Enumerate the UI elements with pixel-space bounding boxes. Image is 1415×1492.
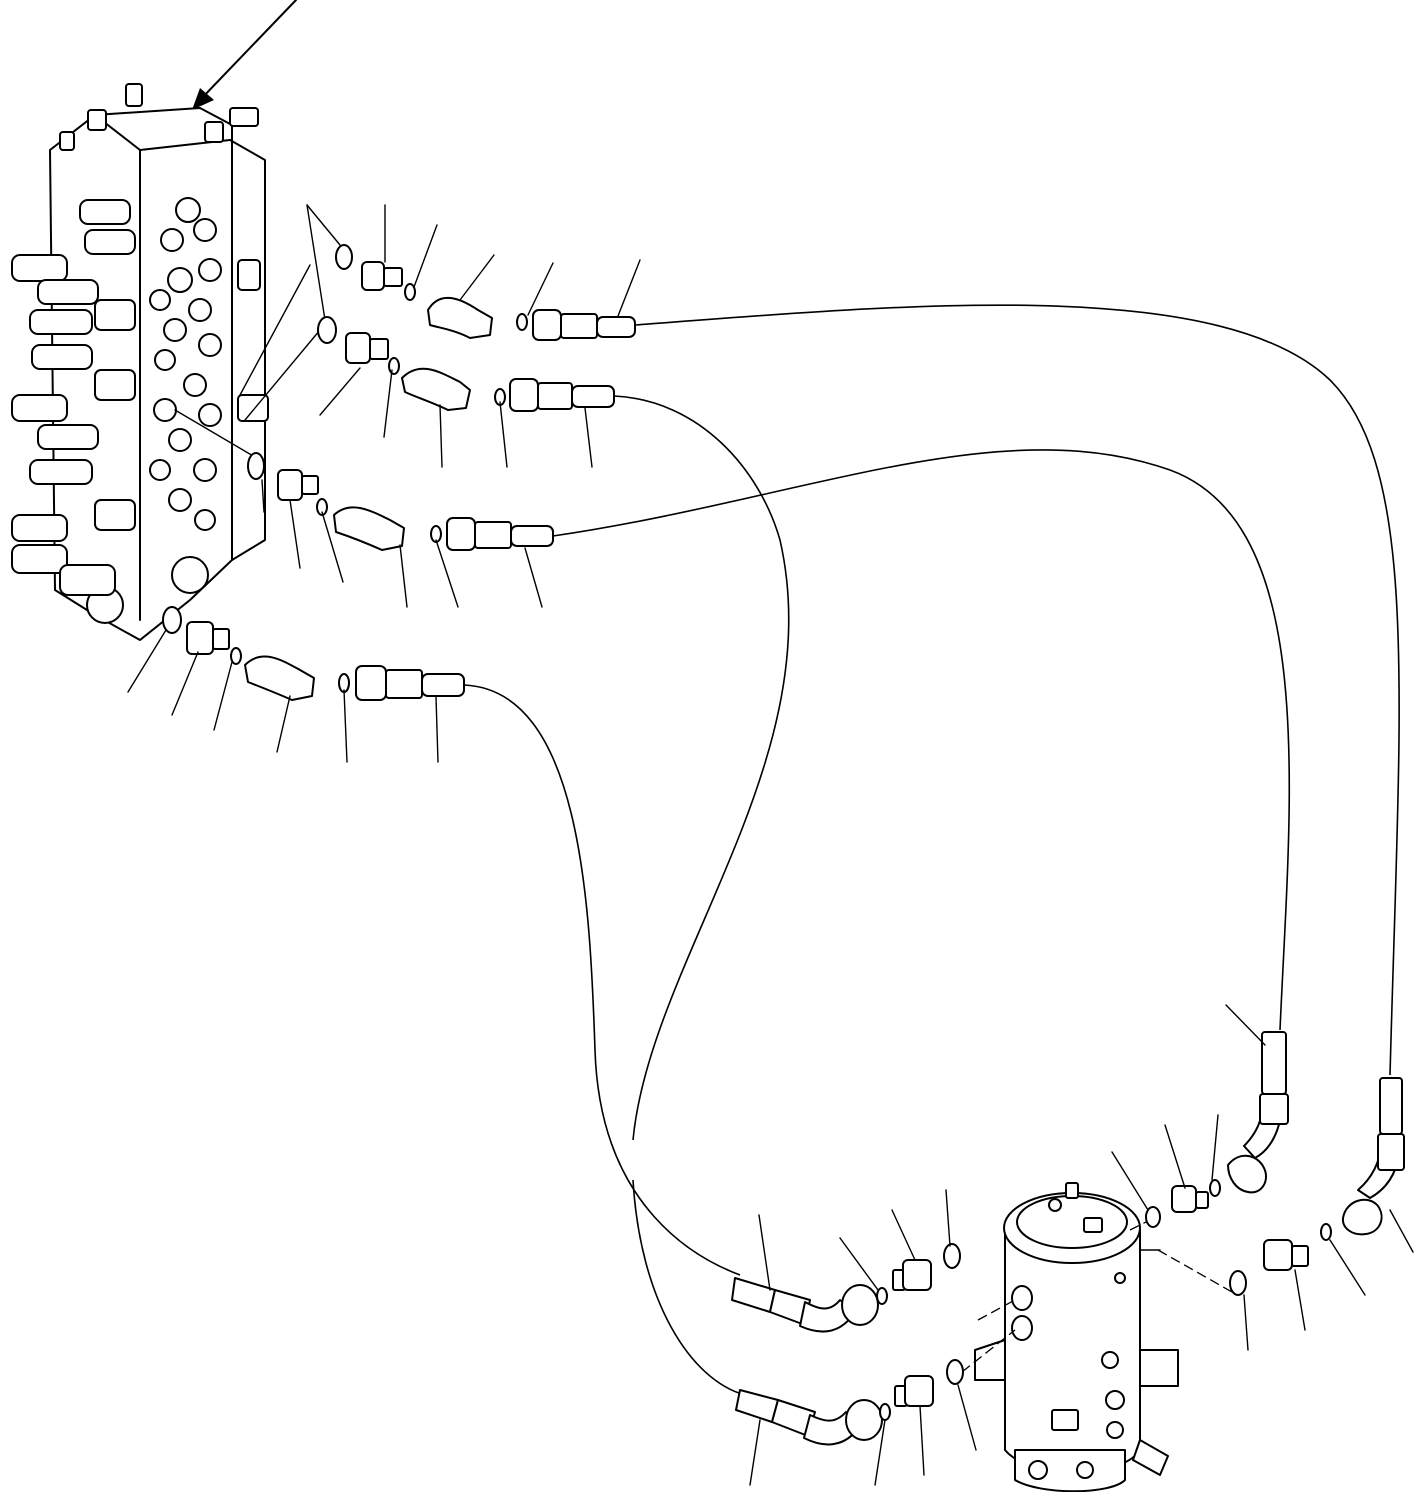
- fitting-row-3: [247, 452, 554, 608]
- swivel-fitting-upper-right: [1111, 1004, 1289, 1228]
- fitting-row-4: [127, 606, 465, 763]
- fitting-row-2: [317, 316, 615, 468]
- hose-row-4: [463, 684, 741, 1276]
- callout-bracket-top: [306, 204, 341, 321]
- hose-row-2-lower: [632, 1179, 746, 1396]
- hose-row-3: [552, 449, 1291, 1031]
- swivel-fitting-upper-left: [731, 1189, 961, 1333]
- control-valve-pointer-arrow: [192, 0, 297, 110]
- swivel-fitting-lower-left: [735, 1359, 977, 1486]
- hose-row-1: [634, 304, 1400, 1076]
- hose-row-2: [613, 395, 790, 1141]
- hydraulic-hose-lines: [463, 304, 1400, 1396]
- swivel-fitting-lower-right: [1229, 1077, 1414, 1351]
- swivel-joint: [961, 1182, 1233, 1492]
- control-valve-block: [11, 83, 321, 641]
- fitting-row-1: [335, 204, 641, 341]
